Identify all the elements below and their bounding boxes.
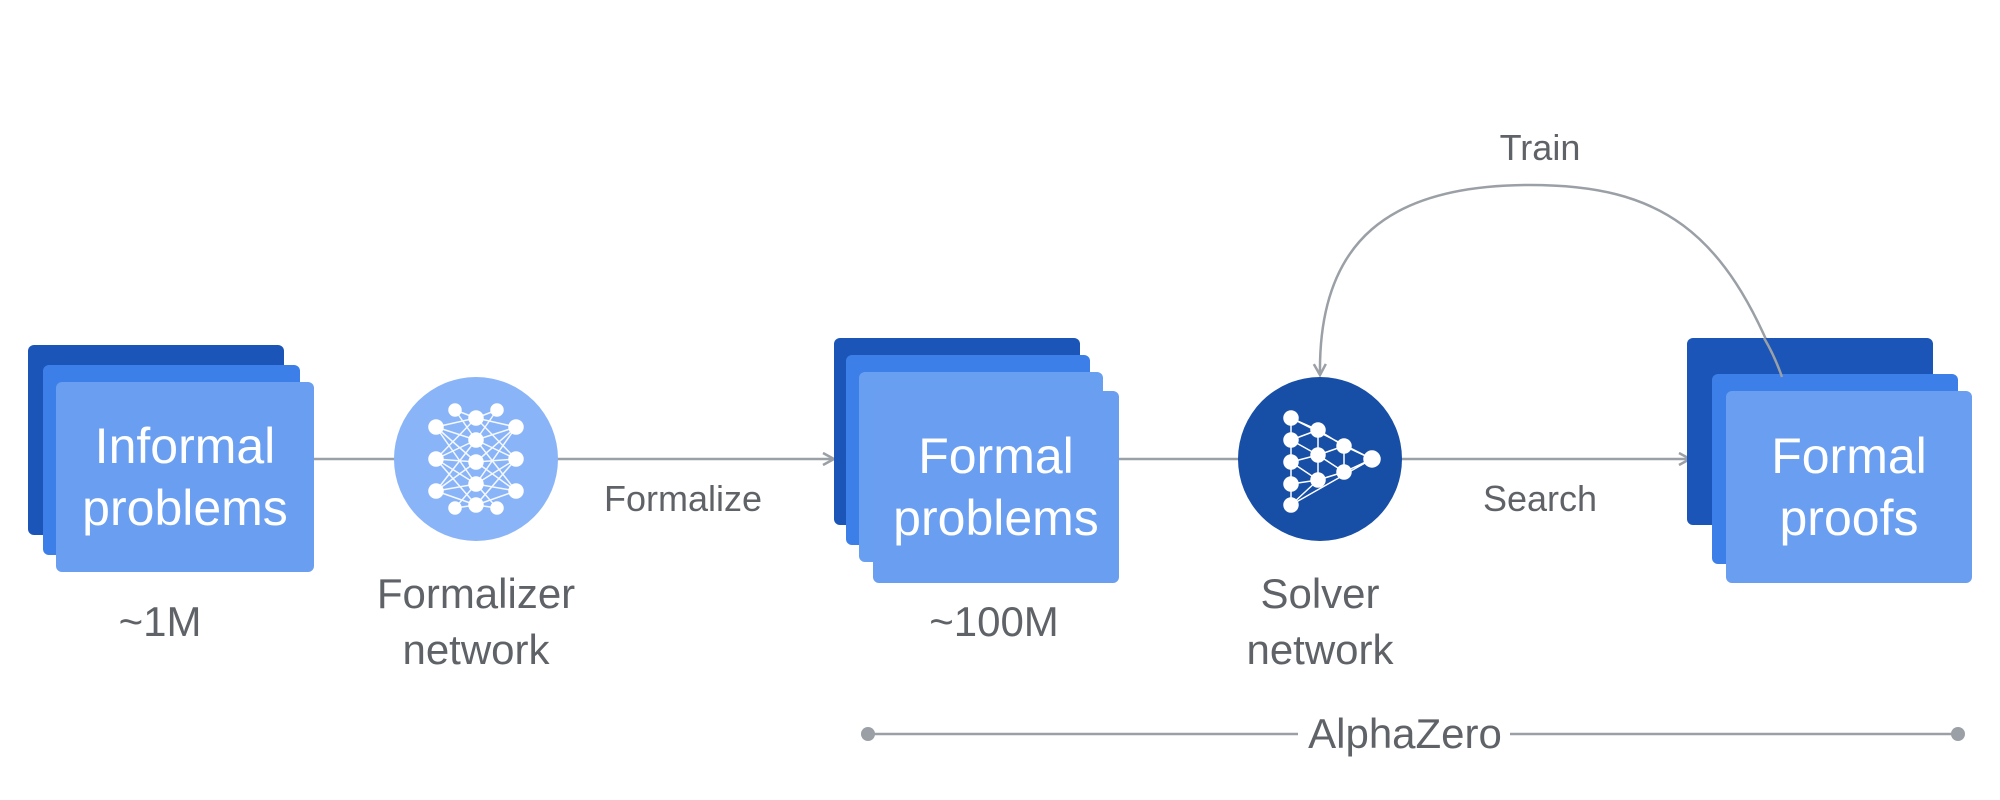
neural-network-icon	[428, 403, 524, 515]
formalizer-network-label: Formalizer network	[376, 570, 576, 673]
alphazero-bracket-right-dot	[1951, 727, 1965, 741]
alphazero-bracket-left-dot	[861, 727, 875, 741]
neural-network-icon	[1283, 410, 1381, 513]
search-label: Search	[1482, 478, 1598, 519]
formal-problems-card-front	[873, 391, 1119, 583]
formal-problems-count: ~100M	[929, 598, 1059, 645]
edge-train-loop	[1312, 183, 1782, 378]
informal-count: ~1M	[118, 598, 202, 645]
solver-network-label: Solver network	[1246, 570, 1394, 673]
formal-proofs-card-front	[1726, 391, 1972, 583]
alphazero-label: AlphaZero	[1308, 710, 1502, 757]
informal-problems-label: Informal problems	[82, 418, 288, 536]
train-label: Train	[1499, 127, 1581, 168]
informal-card-front	[56, 382, 314, 572]
formal-problems-label: Formal problems	[893, 428, 1099, 546]
formalize-label: Formalize	[603, 478, 763, 519]
formal-proofs-label: Formal proofs	[1771, 428, 1927, 546]
